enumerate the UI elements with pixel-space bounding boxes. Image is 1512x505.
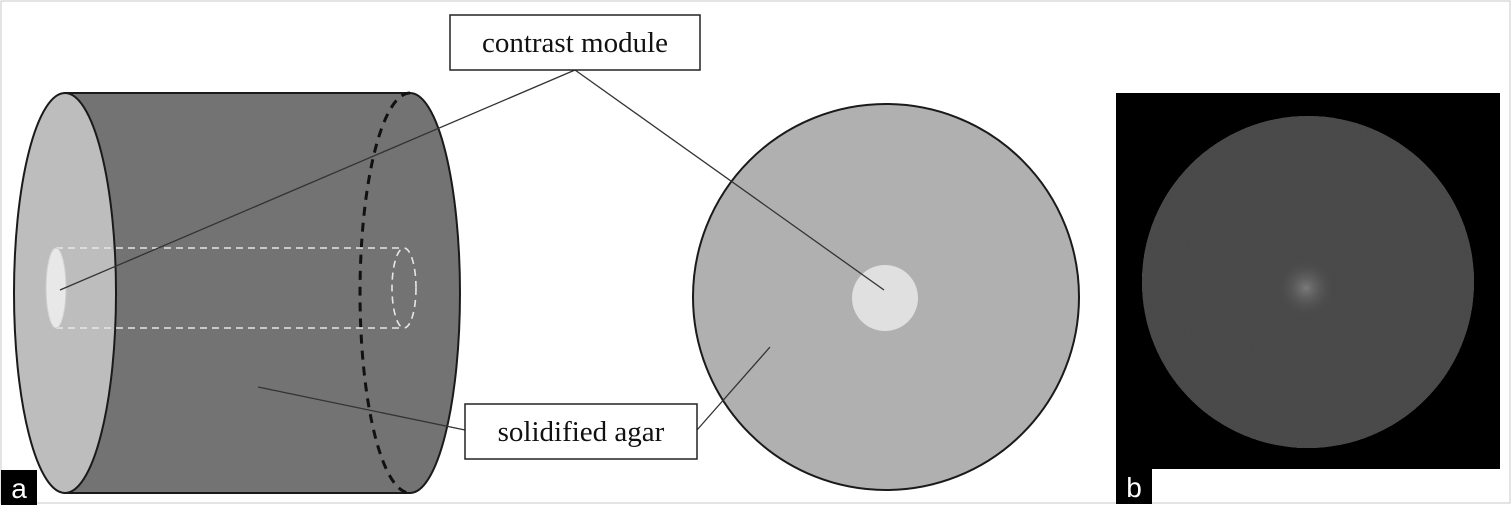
ct-scan-image: [1116, 93, 1500, 469]
contrast-module-rod: [45, 247, 417, 329]
ct-scan-contrast-region: [1276, 258, 1336, 318]
cylinder-back-rim: [358, 91, 411, 495]
svg-text:a: a: [11, 473, 27, 504]
cylinder-body: [64, 92, 461, 494]
leader-agar-disc: [696, 346, 771, 431]
callout-solidified-agar: solidified agar: [464, 403, 698, 460]
callout-contrast-module: contrast module: [449, 14, 701, 71]
callout-solidified-agar-text: solidified agar: [498, 416, 665, 448]
panel-label-b: b: [1116, 469, 1152, 504]
leader-lines: [59, 69, 885, 431]
panel-label-a: a: [1, 470, 37, 505]
leader-contrast-cylinder: [59, 69, 576, 291]
svg-text:b: b: [1126, 472, 1142, 503]
cylinder-phantom-icon: [13, 91, 461, 495]
contrast-module-disc: [852, 265, 918, 331]
leader-contrast-disc: [574, 69, 885, 291]
callout-contrast-module-text: contrast module: [482, 27, 668, 59]
leader-agar-cylinder: [257, 386, 466, 431]
cross-section-disc-icon: [692, 103, 1080, 491]
